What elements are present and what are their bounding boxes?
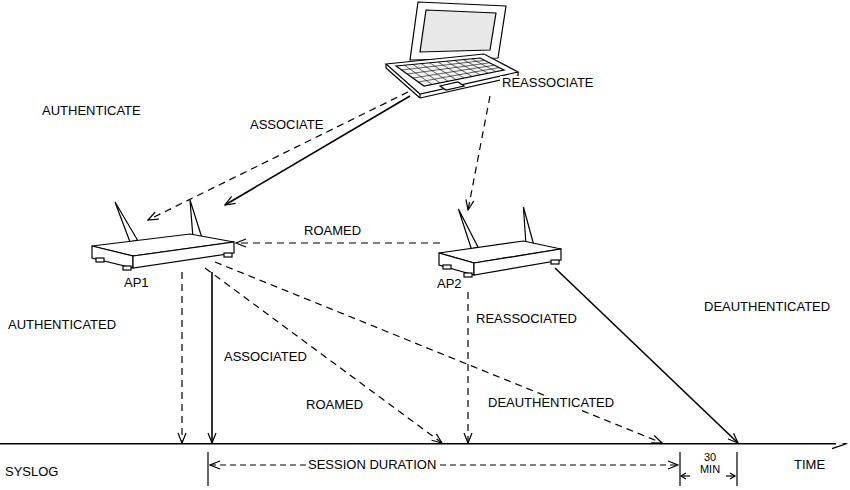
session-duration-arrow (210, 464, 678, 465)
message-label: REASSOCIATED (474, 312, 579, 326)
message-arrow (181, 272, 182, 443)
message-label: DEAUTHENTICATED (702, 300, 832, 314)
message-label: REASSOCIATE (500, 76, 596, 90)
message-arrow (215, 262, 662, 443)
session-end-tick (679, 452, 680, 486)
timeout-end-tick (736, 452, 737, 486)
message-arrow (211, 272, 213, 443)
message-arrow (225, 96, 410, 205)
message-label: ROAMED (304, 398, 365, 412)
access-point-name: AP1 (124, 276, 149, 290)
message-arrow (236, 242, 440, 243)
timeline-name: SYSLOG (5, 465, 58, 479)
access-point-node: AP1 (88, 198, 238, 292)
timeout-head-left (681, 473, 686, 479)
message-arrow (205, 268, 442, 443)
message-arrow (468, 96, 490, 210)
timeout-label: 30 MIN (693, 451, 727, 475)
timeout-arrow-left (682, 475, 690, 476)
message-label: AUTHENTICATE (40, 104, 143, 118)
duration-label: SESSION DURATION (306, 458, 438, 472)
timeout-head-right (730, 473, 735, 479)
axis-label: TIME (792, 458, 827, 472)
message-arrow (555, 268, 738, 443)
message-label: AUTHENTICATED (6, 318, 118, 332)
laptop-illustration (380, 0, 520, 100)
access-point-node: AP2 (435, 205, 565, 292)
message-label: DEAUTHENTICATED (486, 396, 616, 410)
message-arrow (467, 292, 468, 443)
laptop-node (380, 0, 520, 100)
message-arrow (148, 92, 408, 220)
message-label: ROAMED (302, 224, 363, 238)
session-start-tick (207, 452, 208, 486)
message-label: ASSOCIATE (248, 118, 325, 132)
access-point-illustration (88, 198, 238, 292)
message-label: ASSOCIATED (222, 350, 309, 364)
access-point-name: AP2 (437, 277, 462, 291)
